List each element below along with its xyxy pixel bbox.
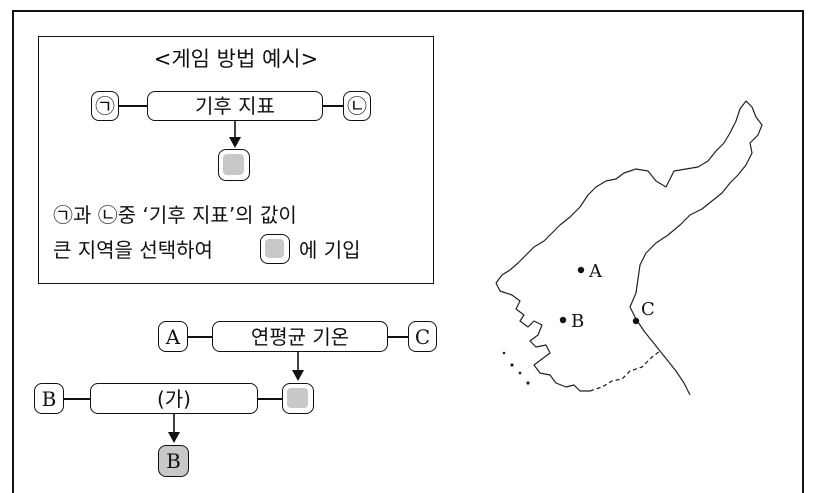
region-c-label: C xyxy=(414,324,431,349)
down-arrow-icon xyxy=(292,352,304,381)
connector-line xyxy=(188,336,212,338)
final-result-label: B xyxy=(166,449,181,473)
unknown-indicator-label: (가) xyxy=(156,386,191,411)
point-b-label: B xyxy=(571,311,584,332)
left-symbol-box: ㉠ xyxy=(91,91,119,121)
indicator-label: 기후 지표 xyxy=(195,94,275,118)
region-a-box: A xyxy=(158,321,188,352)
region-c-box: C xyxy=(408,321,437,352)
right-symbol-box: ㉡ xyxy=(343,91,371,121)
coastline-and-border xyxy=(495,100,763,396)
down-arrow-icon xyxy=(168,414,180,443)
connector-line xyxy=(388,336,408,338)
inline-answer-box xyxy=(260,234,290,264)
indicator-box: 기후 지표 xyxy=(147,91,323,121)
point-a-label: A xyxy=(588,261,603,282)
north-korea-map: A B C xyxy=(495,100,763,396)
point-c-marker xyxy=(632,317,640,325)
region-b-label: B xyxy=(41,386,57,411)
final-result-box: B xyxy=(158,445,189,477)
right-symbol: ㉡ xyxy=(347,94,367,118)
point-c-label: C xyxy=(641,299,655,320)
point-a-marker xyxy=(577,266,585,274)
instruction-line-2a: 큰 지역을 선택하여 xyxy=(53,238,213,262)
left-symbol: ㉠ xyxy=(95,94,115,118)
down-arrow-icon xyxy=(229,121,241,148)
connector-line xyxy=(119,105,147,107)
point-b-marker xyxy=(559,316,567,324)
region-b-box: B xyxy=(34,383,64,414)
unknown-indicator-box: (가) xyxy=(90,383,258,414)
instructions-title: <게임 방법 예시> xyxy=(153,47,319,71)
row1-result-box xyxy=(282,383,314,414)
connector-line xyxy=(64,398,90,400)
region-a-label: A xyxy=(165,324,181,349)
game-instructions-box: <게임 방법 예시> ㉠ 기후 지표 ㉡ ㉠과 ㉡중 ‘기후 지표’의 값이 큰… xyxy=(38,36,434,284)
answer-box xyxy=(218,149,250,181)
connector-line xyxy=(258,398,282,400)
temperature-indicator-label: 연평균 기온 xyxy=(250,324,350,349)
connector-line xyxy=(323,105,343,107)
instruction-line-1: ㉠과 ㉡중 ‘기후 지표’의 값이 xyxy=(53,203,297,227)
instruction-line-2b: 에 기입 xyxy=(299,238,361,262)
temperature-indicator-box: 연평균 기온 xyxy=(212,321,388,352)
